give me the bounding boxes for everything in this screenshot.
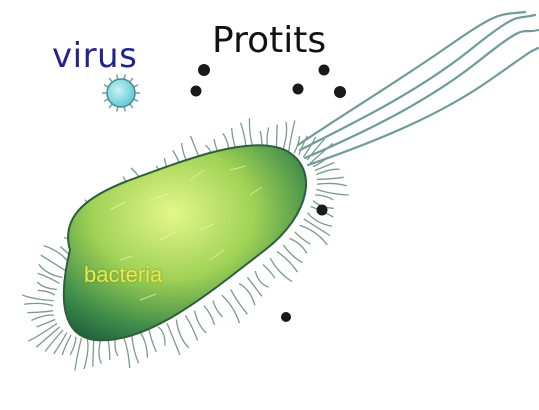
protist-dot xyxy=(191,86,202,97)
pilus xyxy=(315,195,333,200)
pilus xyxy=(45,330,63,352)
pilus xyxy=(300,225,328,245)
pilus xyxy=(99,340,101,364)
pilus xyxy=(54,333,67,354)
pilus xyxy=(317,183,347,185)
pilus xyxy=(316,169,340,175)
pilus xyxy=(176,320,189,348)
pilus xyxy=(255,271,268,287)
pilus xyxy=(289,121,295,152)
pilus xyxy=(108,339,110,360)
pilus xyxy=(38,273,60,283)
pilus xyxy=(93,340,94,367)
pilus xyxy=(195,311,207,333)
protist-dot xyxy=(317,205,328,216)
pilus xyxy=(41,255,66,271)
virus-label: virus xyxy=(52,36,137,76)
pilus xyxy=(37,282,57,289)
pilus xyxy=(283,245,302,263)
pilus xyxy=(204,306,215,325)
pilus xyxy=(22,295,54,301)
pilus xyxy=(283,122,287,151)
protits-label: Protits xyxy=(212,20,326,61)
pilus xyxy=(24,303,53,305)
pilus xyxy=(31,315,54,320)
bacterium-body xyxy=(64,145,306,340)
bacteria-label: bacteria xyxy=(84,262,162,288)
pilus xyxy=(140,333,147,358)
pilus xyxy=(239,283,255,305)
pilus xyxy=(186,315,198,340)
pilus xyxy=(277,252,298,273)
protist-dot xyxy=(293,84,304,95)
flagella xyxy=(298,12,538,165)
protist-dot xyxy=(319,65,330,76)
pilus xyxy=(132,335,139,363)
pilus xyxy=(115,338,118,356)
pilus xyxy=(316,189,349,195)
protist-dot xyxy=(198,64,210,76)
pilus xyxy=(75,338,82,370)
pilus xyxy=(70,337,76,355)
pilus xyxy=(84,339,88,369)
pilus xyxy=(213,301,223,317)
pilus xyxy=(27,311,53,313)
protist-dot xyxy=(281,312,291,322)
virus-particle xyxy=(102,75,140,112)
pilus xyxy=(149,330,156,352)
pilus xyxy=(317,177,344,179)
pilus xyxy=(38,290,55,295)
pilus xyxy=(158,327,165,346)
pilus xyxy=(231,289,248,314)
pilus xyxy=(124,337,130,368)
pilus xyxy=(263,265,275,279)
protist-dot xyxy=(334,86,346,98)
